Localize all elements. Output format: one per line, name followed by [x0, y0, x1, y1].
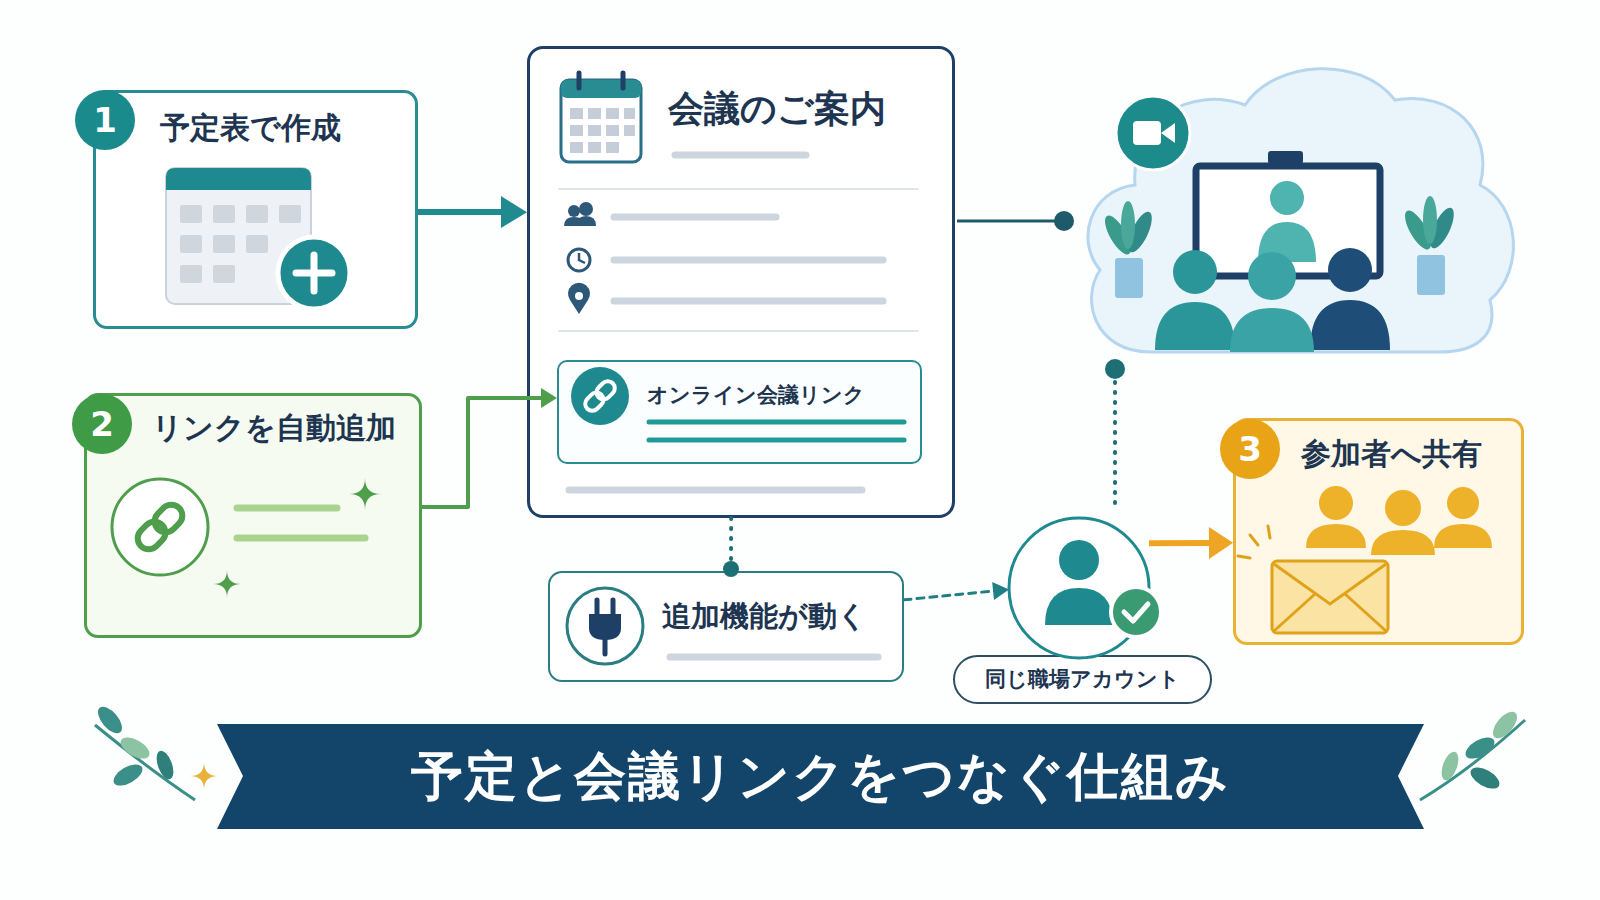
dotted-leader [1105, 359, 1125, 512]
diagram-title: 予定と会議リンクをつなぐ仕組み [217, 724, 1424, 829]
connector-line [904, 591, 995, 600]
step-box: リンクを自動追加2 [84, 393, 422, 638]
step-number-badge: 1 [75, 90, 135, 150]
leader-line [957, 211, 1074, 231]
node-label: 追加機能が動く [662, 598, 867, 636]
plant [1100, 201, 1156, 298]
account-icon [1009, 518, 1161, 658]
step-number-badge: 2 [72, 394, 132, 454]
video-icon [1116, 96, 1190, 170]
connector [418, 196, 527, 228]
leaf-ornament [1420, 708, 1525, 800]
connector [723, 518, 739, 577]
account-node: 同じ職場アカウント [1009, 518, 1149, 658]
node-label: 予定表で作成 [160, 108, 341, 147]
connector-line [729, 518, 733, 571]
node-label: 参加者へ共有 [1301, 434, 1482, 473]
link-box: オンライン会議リンク [557, 360, 922, 464]
connector [904, 582, 1009, 600]
video-meeting-cloud [1088, 69, 1513, 352]
account-label: 同じ職場アカウント [953, 655, 1212, 704]
step-number: 1 [75, 90, 135, 150]
arrow-head [501, 196, 527, 228]
node-label: リンクを自動追加 [152, 408, 396, 447]
connector-line [422, 398, 543, 507]
webcam [1268, 151, 1303, 164]
step-box: 予定表で作成1 [93, 90, 418, 329]
step-number-badge: 3 [1220, 419, 1280, 479]
node-label: オンライン会議リンク [647, 382, 865, 409]
invitation-card: 会議のご案内オンライン会議リンク [527, 46, 955, 518]
connector-line [1149, 540, 1211, 546]
step-box: 参加者へ共有3 [1233, 418, 1524, 645]
plugin-box: 追加機能が動く [548, 571, 904, 682]
connector [1149, 527, 1233, 559]
step-number: 3 [1220, 419, 1280, 479]
node-label: 会議のご案内 [668, 86, 886, 133]
plant [1400, 196, 1458, 295]
monitor [1196, 166, 1380, 276]
arrow-head [1209, 527, 1233, 559]
leaf-ornament [94, 703, 218, 800]
arrow-head [992, 582, 1009, 600]
connector-line [418, 209, 503, 215]
step-number: 2 [72, 394, 132, 454]
title-banner [217, 724, 1424, 829]
